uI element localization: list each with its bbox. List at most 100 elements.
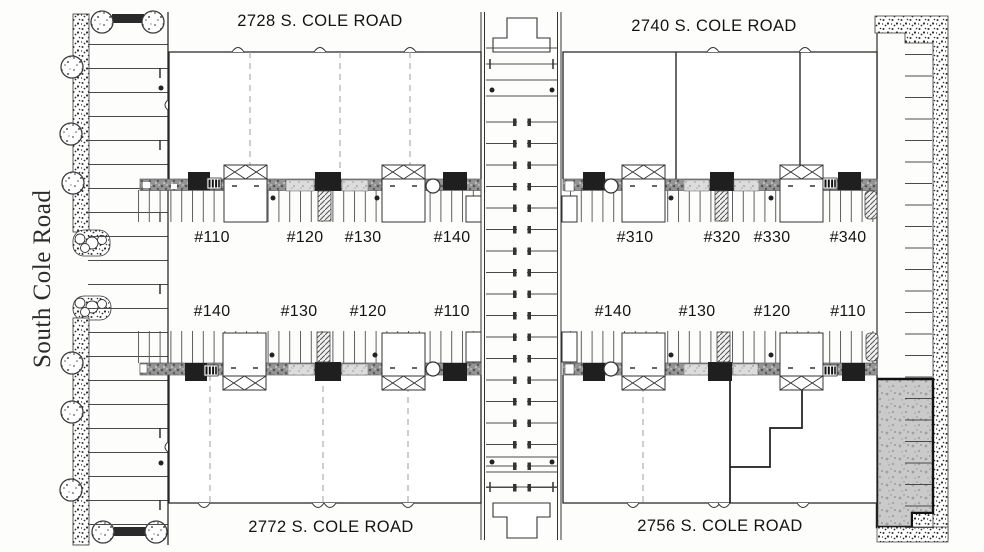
unit-label-2728-1: #110 — [194, 229, 230, 246]
entry-door — [315, 362, 341, 381]
stair-structure — [381, 332, 426, 391]
address-2740: 2740 S. COLE ROAD — [631, 16, 797, 35]
patio-pad — [287, 363, 315, 376]
hatched-planter — [316, 331, 331, 363]
court-entry-structure-south — [492, 502, 551, 539]
building-2756 — [562, 375, 878, 508]
tree-icon — [59, 122, 83, 146]
east-edge — [874, 15, 949, 543]
road-label: South Cole Road — [29, 189, 56, 369]
court-stalls-west — [486, 112, 517, 502]
stair-structure — [621, 164, 666, 223]
patio-pad — [733, 179, 760, 192]
stair-structure — [779, 332, 824, 391]
entry-door — [583, 363, 605, 381]
stair-structure — [621, 332, 666, 391]
grate — [822, 177, 838, 190]
unit-label-2740-3: #330 — [753, 229, 791, 246]
patio-pad — [341, 363, 369, 376]
stair-structure — [222, 332, 267, 391]
hatched-planter — [865, 332, 879, 362]
landscape-strip-right — [874, 15, 949, 541]
patio-pad — [285, 179, 315, 192]
tree-icon — [60, 400, 84, 424]
stepped-partition — [730, 378, 803, 468]
light-pole — [489, 87, 495, 93]
patio-pad — [341, 179, 369, 192]
court-entry-structure-north — [492, 17, 551, 53]
bollard — [768, 352, 774, 358]
tree-icon — [141, 10, 165, 34]
unit-label-2728-4: #140 — [433, 229, 471, 246]
bollard — [668, 352, 674, 358]
unit-label-2740-4: #340 — [829, 229, 867, 246]
column — [603, 178, 619, 194]
unit-label-2728-2: #120 — [286, 229, 324, 246]
entry-door — [708, 362, 732, 381]
frontage-band-2740 — [562, 164, 878, 223]
unit-label-2772-1: #140 — [193, 303, 231, 320]
unit-label-2740-1: #310 — [616, 229, 654, 246]
unit-dividers-solid — [675, 52, 801, 179]
column — [425, 361, 441, 377]
bollard — [269, 352, 275, 358]
walk-gap — [564, 180, 575, 192]
entry-door — [443, 172, 467, 190]
walk-gap — [171, 184, 177, 189]
column — [603, 361, 619, 377]
tree-icon — [59, 478, 83, 502]
screen-wall — [112, 14, 144, 23]
grate — [206, 177, 222, 190]
address-2728: 2728 S. COLE ROAD — [237, 11, 403, 30]
hatched-planter — [317, 190, 332, 222]
patio-pad — [732, 363, 759, 376]
tree-icon — [60, 351, 84, 375]
unit-label-2756-1: #140 — [594, 303, 632, 320]
frontage-band-2756 — [562, 331, 879, 391]
court-stall-ticks — [489, 59, 554, 492]
entry-door — [315, 172, 341, 191]
unit-label-2756-3: #120 — [753, 303, 791, 320]
hatched-planter — [864, 190, 878, 220]
building-2740 — [562, 47, 878, 179]
light-pole — [158, 85, 164, 91]
bollard — [374, 195, 380, 201]
light-pole — [158, 460, 164, 466]
stair-structure — [779, 164, 824, 223]
court-entry-planters — [465, 195, 578, 363]
unit-label-2728-3: #130 — [344, 229, 382, 246]
tree-icon — [60, 55, 84, 79]
building-2728 — [168, 47, 482, 179]
unit-label-2772-3: #120 — [349, 303, 387, 320]
patio-pad — [683, 179, 710, 192]
light-pole — [549, 459, 555, 465]
bollard — [668, 195, 674, 201]
unit-label-2772-2: #130 — [280, 303, 318, 320]
address-2756: 2756 S. COLE ROAD — [637, 516, 803, 535]
stair-structure — [223, 164, 268, 223]
hatched-planter — [714, 190, 729, 222]
entry-door — [838, 172, 861, 190]
entry-door — [583, 172, 605, 190]
bollard — [768, 195, 774, 201]
walk-gap — [564, 363, 575, 375]
bollard — [372, 352, 378, 358]
building-2772 — [168, 375, 482, 508]
tree-icon — [90, 10, 114, 34]
entry-door — [188, 172, 210, 190]
stair-structure — [381, 164, 426, 223]
grate — [822, 364, 838, 377]
walk-gap — [139, 363, 148, 374]
gate-notch — [164, 99, 169, 111]
walk-gap — [143, 182, 150, 188]
parking-row-east — [905, 54, 932, 531]
patio-pad — [683, 363, 710, 376]
gate-notch — [164, 441, 169, 453]
bollard — [270, 195, 276, 201]
light-pole — [489, 459, 495, 465]
entry-door — [185, 363, 207, 381]
unit-label-2756-4: #110 — [830, 303, 866, 320]
court-stalls-east — [527, 112, 558, 502]
